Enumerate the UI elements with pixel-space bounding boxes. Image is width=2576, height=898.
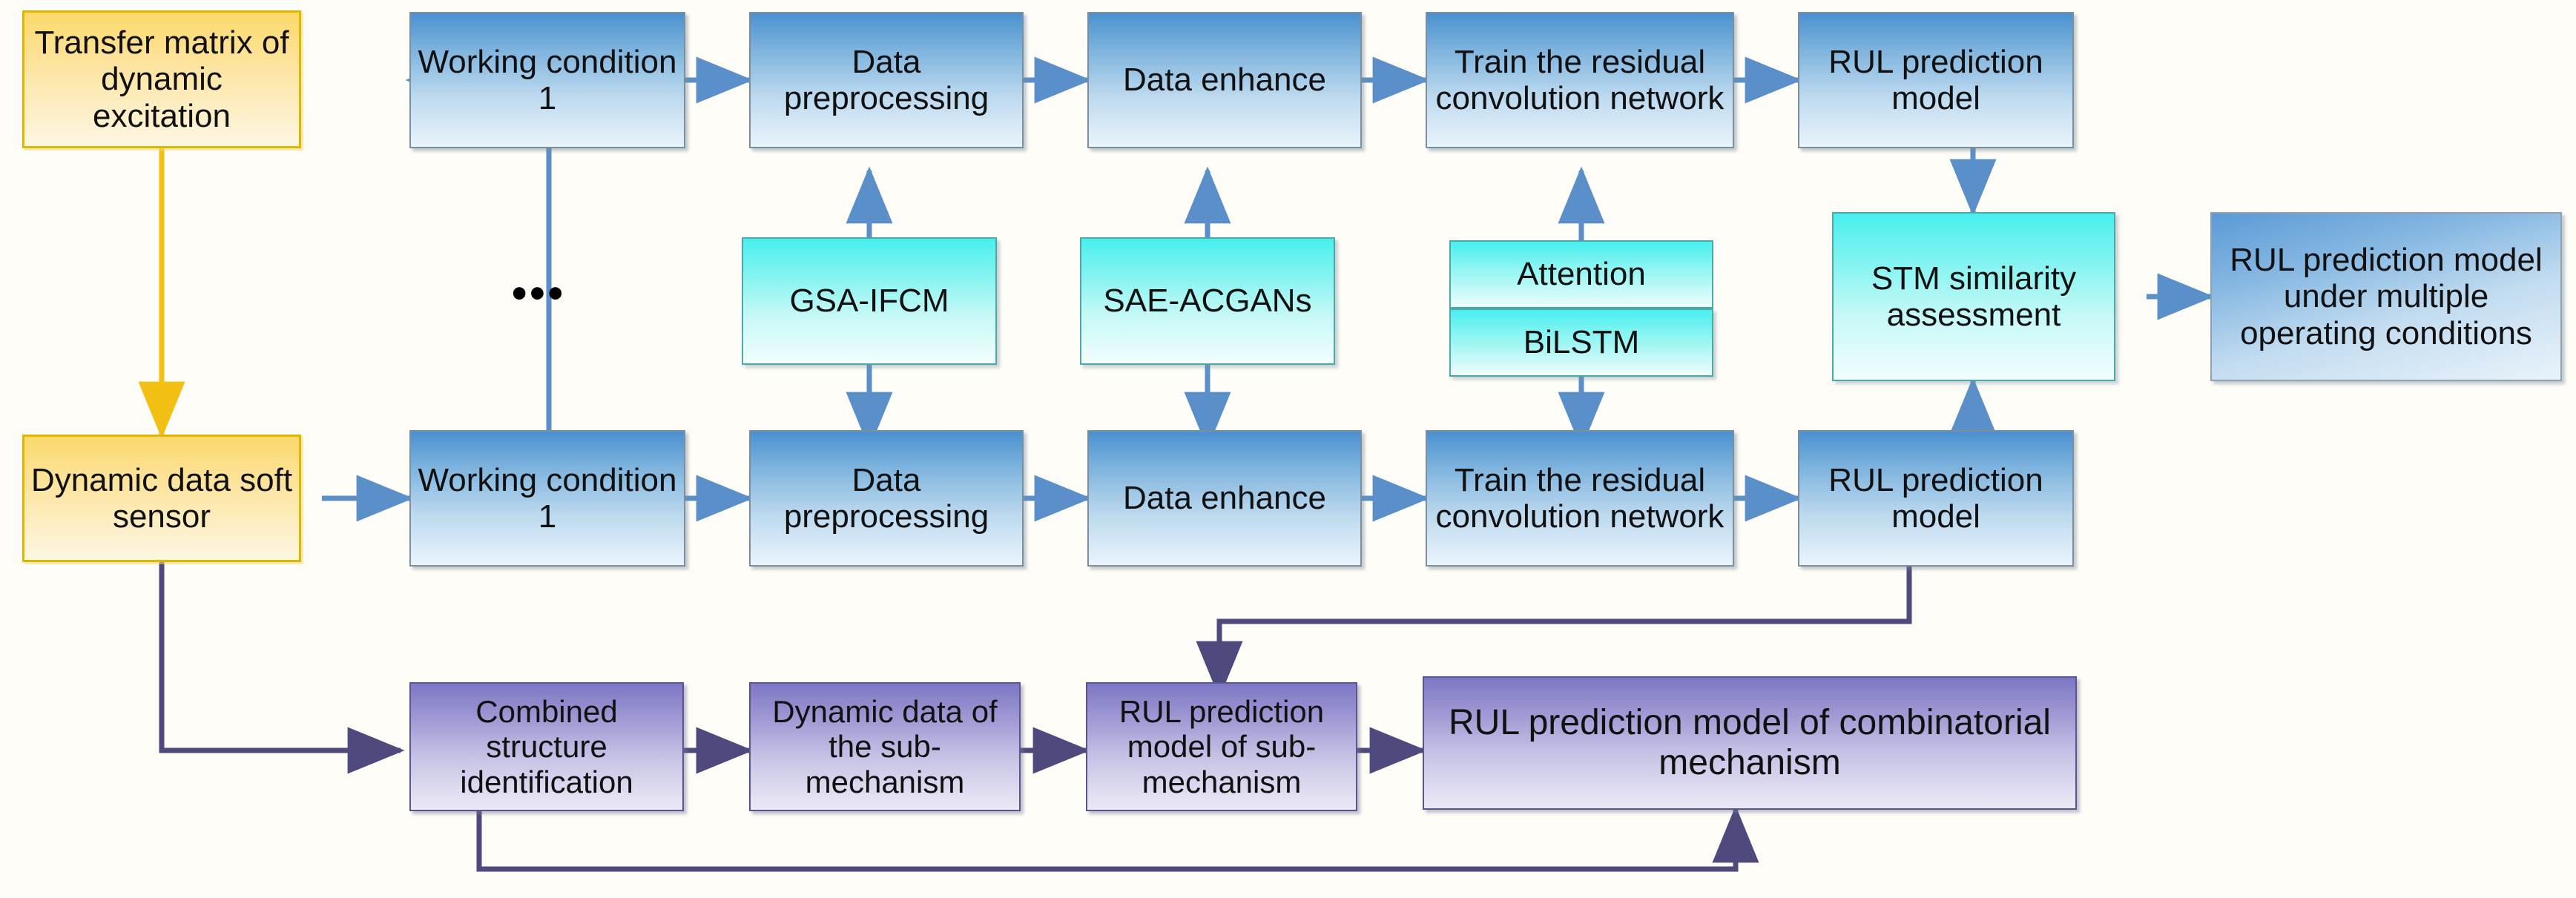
- node-rul-model-combinatorial-label: RUL prediction model of combinatorial me…: [1449, 703, 2051, 782]
- node-rul-model-combinatorial[interactable]: RUL prediction model of combinatorial me…: [1423, 676, 2077, 810]
- node-attention-label: Attention: [1517, 256, 1646, 293]
- node-gsa-ifcm-label: GSA-IFCM: [789, 283, 949, 320]
- node-dynamic-data-submechanism-label: Dynamic data of the sub-mechanism: [772, 694, 998, 799]
- node-data-enhance-bottom-label: Data enhance: [1123, 480, 1326, 517]
- node-dynamic-data-submechanism[interactable]: Dynamic data of the sub-mechanism: [749, 682, 1021, 811]
- node-bilstm[interactable]: BiLSTM: [1449, 308, 1713, 377]
- node-rul-multiple-conditions[interactable]: RUL prediction model under multiple oper…: [2210, 212, 2562, 381]
- node-train-network-bottom[interactable]: Train the residual convolution network: [1426, 430, 1734, 567]
- node-gsa-ifcm[interactable]: GSA-IFCM: [742, 237, 997, 365]
- node-rul-model-submechanism[interactable]: RUL prediction model of sub-mechanism: [1086, 682, 1357, 811]
- node-train-network-top[interactable]: Train the residual convolution network: [1426, 12, 1734, 148]
- node-train-network-top-label: Train the residual convolution network: [1435, 43, 1725, 116]
- node-data-preprocessing-top[interactable]: Data preprocessing: [749, 12, 1024, 148]
- node-rul-model-submechanism-label: RUL prediction model of sub-mechanism: [1119, 694, 1325, 799]
- node-combined-structure-identification-label: Combined structure identification: [460, 694, 633, 799]
- node-dynamic-data-soft-sensor[interactable]: Dynamic data soft sensor: [22, 435, 301, 562]
- node-working-condition-bottom-label: Working condition 1: [418, 461, 677, 535]
- ellipsis-more-conditions: •••: [512, 269, 566, 317]
- node-working-condition-bottom[interactable]: Working condition 1: [409, 430, 685, 567]
- node-train-network-bottom-label: Train the residual convolution network: [1435, 461, 1725, 535]
- node-stm-similarity-assessment-label: STM similarity assessment: [1871, 260, 2077, 333]
- node-working-condition-top[interactable]: Working condition 1: [409, 12, 685, 148]
- node-data-preprocessing-top-label: Data preprocessing: [783, 43, 989, 116]
- node-data-enhance-top[interactable]: Data enhance: [1087, 12, 1362, 148]
- node-data-preprocessing-bottom[interactable]: Data preprocessing: [749, 430, 1024, 567]
- node-rul-model-bottom-label: RUL prediction model: [1828, 461, 2043, 535]
- node-working-condition-top-label: Working condition 1: [418, 43, 677, 116]
- node-sae-acgans-label: SAE-ACGANs: [1103, 283, 1312, 320]
- node-bilstm-label: BiLSTM: [1523, 324, 1640, 361]
- node-rul-model-top-label: RUL prediction model: [1828, 43, 2043, 116]
- node-combined-structure-identification[interactable]: Combined structure identification: [409, 682, 684, 811]
- node-rul-multiple-conditions-label: RUL prediction model under multiple oper…: [2230, 242, 2543, 351]
- node-data-preprocessing-bottom-label: Data preprocessing: [783, 461, 989, 535]
- node-dynamic-data-soft-sensor-label: Dynamic data soft sensor: [30, 461, 293, 535]
- node-rul-model-bottom[interactable]: RUL prediction model: [1798, 430, 2074, 567]
- node-transfer-matrix[interactable]: Transfer matrix of dynamic excitation: [22, 10, 301, 148]
- node-rul-model-top[interactable]: RUL prediction model: [1798, 12, 2074, 148]
- node-data-enhance-top-label: Data enhance: [1123, 62, 1326, 99]
- node-attention[interactable]: Attention: [1449, 240, 1713, 308]
- node-transfer-matrix-label: Transfer matrix of dynamic excitation: [34, 24, 289, 134]
- node-sae-acgans[interactable]: SAE-ACGANs: [1080, 237, 1335, 365]
- purple-connectors: [159, 552, 1912, 872]
- node-data-enhance-bottom[interactable]: Data enhance: [1087, 430, 1362, 567]
- node-stm-similarity-assessment[interactable]: STM similarity assessment: [1832, 212, 2115, 381]
